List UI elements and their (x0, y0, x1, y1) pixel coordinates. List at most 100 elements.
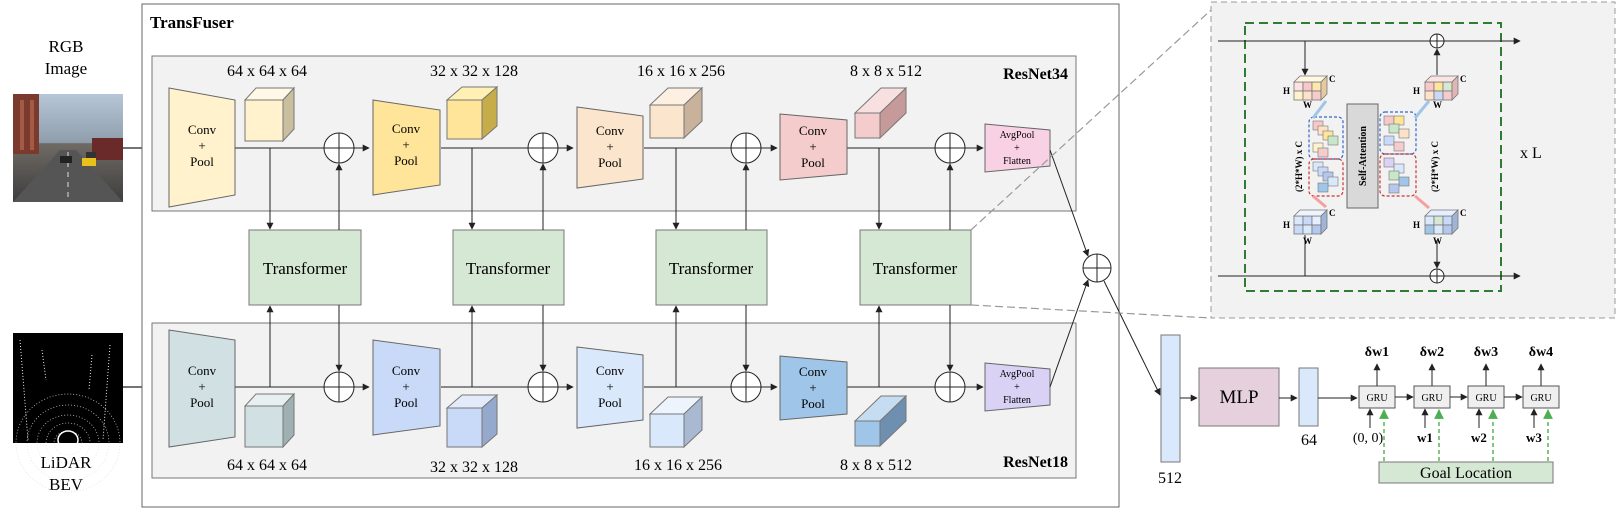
dim-label-bottom-1: 64 x 64 x 64 (227, 457, 307, 474)
token-dim-right: (2*H*W) x C (1430, 141, 1440, 192)
svg-text:+: + (1014, 143, 1020, 154)
detail-connector-top (970, 9, 1212, 231)
feature-map-lidar-small (1293, 209, 1328, 235)
token-stack-right (1383, 115, 1410, 194)
conv-block-rgb-4: Conv + Pool (779, 113, 848, 181)
conv-block-rgb-2: Conv + Pool (372, 99, 441, 196)
resnet34-label: ResNet34 (1003, 66, 1068, 83)
svg-text:Transformer: Transformer (873, 259, 958, 278)
svg-text:+: + (809, 380, 816, 395)
conv-block-lidar-2: Conv + Pool (372, 339, 441, 436)
sum-node-lidar-4 (934, 371, 966, 403)
feature-cube-rgb-3 (648, 86, 704, 140)
detail-sum-top (1429, 33, 1445, 49)
svg-text:H: H (1283, 220, 1290, 230)
gru-input-3: w2 (1471, 430, 1487, 445)
gru-input-1: (0, 0) (1353, 431, 1384, 446)
svg-text:Conv: Conv (799, 123, 828, 138)
conv-label: Conv (188, 122, 217, 137)
svg-text:Conv: Conv (596, 363, 625, 378)
avgpool-block-lidar: AvgPool + Flatten (984, 362, 1051, 412)
dim-label-bottom-3: 16 x 16 x 256 (634, 457, 722, 474)
lidar-token-group (1308, 158, 1344, 197)
repeat-label: x L (1520, 145, 1542, 162)
token-stack-left (1312, 120, 1339, 193)
sum-node-rgb-3 (730, 132, 762, 164)
svg-text:Pool: Pool (801, 155, 825, 170)
svg-text:MLP: MLP (1219, 387, 1258, 408)
dim-label-top-2: 32 x 32 x 128 (430, 63, 518, 80)
detail-sum-bottom (1429, 268, 1445, 284)
dim-label-top-1: 64 x 64 x 64 (227, 63, 307, 80)
transformer-block-2: Transformer (452, 229, 565, 306)
svg-text:Pool: Pool (598, 155, 622, 170)
sum-node-lidar-2 (527, 371, 559, 403)
feature-map-rgb-small (1293, 75, 1328, 101)
svg-text:Conv: Conv (392, 121, 421, 136)
svg-text:Flatten: Flatten (1003, 395, 1031, 406)
conv-block-lidar-1: Conv + Pool (168, 329, 236, 448)
svg-text:Flatten: Flatten (1003, 156, 1031, 167)
gru-cell-4: GRU (1522, 385, 1560, 409)
waypoint-delta-3: δw3 (1474, 345, 1498, 360)
gru-cell-1: GRU (1358, 385, 1396, 409)
svg-text:AvgPool: AvgPool (1000, 130, 1035, 141)
svg-text:+: + (402, 137, 409, 152)
conv-block-lidar-4: Conv + Pool (779, 355, 848, 421)
feature-cube-rgb-2 (445, 85, 499, 141)
rgb-image (13, 94, 123, 202)
rgb-token-group (1308, 116, 1344, 160)
conv-block-rgb-1: Conv + Pool (168, 87, 236, 208)
lidar-label-line1: LiDAR (41, 453, 93, 472)
waypoint-delta-2: δw2 (1420, 345, 1444, 360)
svg-text:GRU: GRU (1366, 393, 1388, 404)
svg-text:Pool: Pool (190, 154, 214, 169)
feature-map-rgb-out (1424, 75, 1459, 101)
svg-text:W: W (1303, 100, 1312, 110)
sum-node-rgb-2 (527, 132, 559, 164)
feature-cube-rgb-1 (243, 86, 296, 143)
transformer-detail-panel (1210, 1, 1616, 319)
svg-text:Transformer: Transformer (669, 259, 754, 278)
svg-text:Conv: Conv (392, 363, 421, 378)
fusion-sum-node (1082, 253, 1112, 283)
lidar-bev-image (13, 333, 123, 493)
svg-text:Pool: Pool (394, 153, 418, 168)
transformer-block-1: Transformer (248, 229, 362, 306)
sum-node-lidar-3 (730, 371, 762, 403)
transfuser-title: TransFuser (150, 13, 234, 32)
svg-text:Conv: Conv (596, 123, 625, 138)
svg-text:Pool: Pool (190, 395, 214, 410)
svg-text:+: + (809, 139, 816, 154)
dim-64-label: 64 (1301, 432, 1317, 449)
detail-repeat-frame (1244, 22, 1502, 292)
svg-text:Transformer: Transformer (466, 259, 551, 278)
svg-text:H: H (1413, 86, 1420, 96)
svg-text:Self-Attention: Self-Attention (1358, 126, 1369, 186)
avgpool-block-rgb: AvgPool + Flatten (984, 123, 1051, 173)
svg-text:C: C (1460, 208, 1467, 218)
waypoint-delta-1: δw1 (1365, 345, 1389, 360)
feature-cube-lidar-3 (648, 395, 704, 449)
mlp-block: MLP (1198, 367, 1280, 427)
dim-label-bottom-4: 8 x 8 x 512 (840, 457, 912, 474)
rgb-label-line2: Image (45, 59, 87, 78)
conv-block-rgb-3: Conv + Pool (576, 106, 644, 189)
dim-label-top-3: 16 x 16 x 256 (637, 63, 725, 80)
svg-text:+: + (606, 379, 613, 394)
svg-text:Pool: Pool (598, 395, 622, 410)
gru-input-4: w3 (1526, 430, 1542, 445)
lidar-label-line2: BEV (49, 475, 84, 494)
svg-text:Transformer: Transformer (263, 259, 348, 278)
svg-text:GRU: GRU (1530, 393, 1552, 404)
gru-cell-3: GRU (1467, 385, 1505, 409)
feature-cube-rgb-4 (853, 86, 908, 140)
sum-node-rgb-1 (323, 132, 355, 164)
svg-text:+: + (606, 139, 613, 154)
transformer-block-3: Transformer (655, 229, 768, 306)
token-arrows (1311, 100, 1431, 210)
svg-text:C: C (1460, 74, 1467, 84)
feature-cube-lidar-1 (243, 392, 296, 449)
svg-text:+: + (198, 138, 205, 153)
